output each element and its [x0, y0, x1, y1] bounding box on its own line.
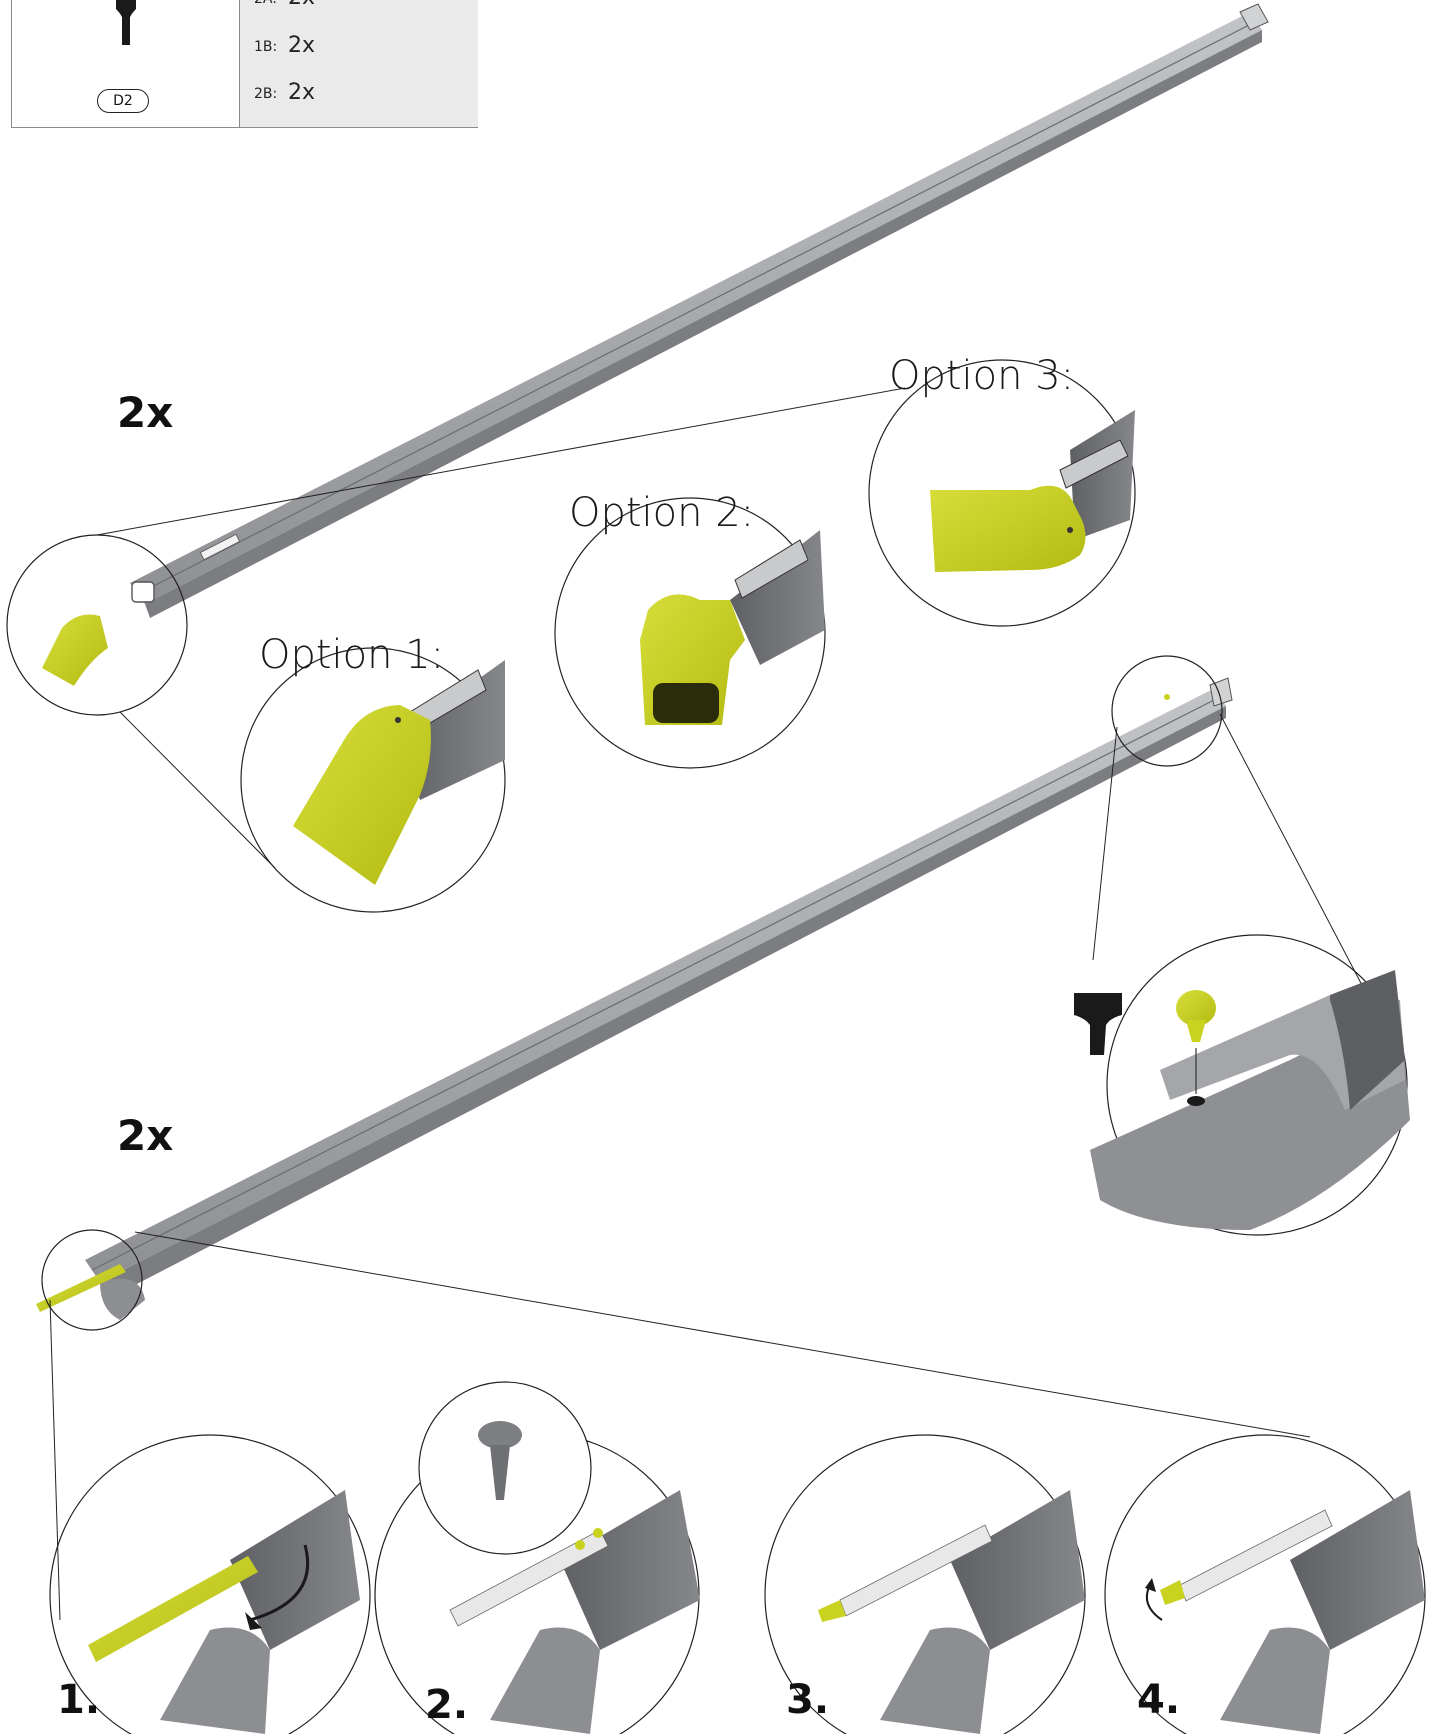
zoom-circle-rail-end	[6, 387, 906, 869]
qty-value: 2x	[288, 0, 315, 10]
step-4-circle	[1104, 1434, 1426, 1734]
plug-detail-circle	[1090, 934, 1410, 1236]
rubber-stopper-icon	[116, 0, 136, 45]
parts-table: D2 2A: 2x 1B: 2x 2B: 2x	[11, 0, 478, 128]
qty-row-1b: 1B: 2x	[254, 33, 315, 58]
step-2-label: 2.	[425, 1682, 469, 1728]
qty-row-2b: 2B: 2x	[254, 80, 315, 105]
option-1-circle	[240, 647, 506, 913]
multiplier-label-section-1: 2x	[117, 388, 174, 437]
multiplier-label-section-2: 2x	[117, 1111, 174, 1160]
rail-lower	[36, 677, 1233, 1320]
qty-row-2a: 2A: 2x	[254, 0, 315, 10]
zoom-circle-rail-near-end	[41, 1229, 1311, 1621]
qty-value: 2x	[288, 33, 316, 58]
qty-key: 1B:	[254, 39, 278, 55]
option-3-label: Option 3:	[889, 353, 1075, 399]
step-2-circle	[374, 1432, 700, 1734]
step-1-circle	[49, 1434, 371, 1734]
yellow-plug-icon	[1176, 990, 1216, 1042]
qty-key: 2A:	[254, 0, 277, 7]
step-3-circle	[764, 1434, 1086, 1734]
qty-value: 2x	[288, 80, 316, 105]
screw-icon	[418, 1381, 592, 1555]
rubber-plug-icon	[1074, 993, 1122, 1055]
zoom-circle-rail-far-end	[1092, 655, 1376, 1011]
option-3-circle	[868, 359, 1136, 627]
step-4-label: 4.	[1137, 1677, 1181, 1723]
option-2-label: Option 2:	[569, 490, 755, 536]
quantity-panel: 2A: 2x 1B: 2x 2B: 2x	[239, 0, 478, 127]
rail-upper	[130, 3, 1269, 618]
option-2-circle	[554, 497, 826, 769]
option-1-label: Option 1:	[259, 632, 445, 678]
qty-key: 2B:	[254, 86, 278, 102]
part-code-badge: D2	[97, 89, 149, 113]
step-1-label: 1.	[57, 1677, 101, 1723]
step-3-label: 3.	[786, 1677, 830, 1723]
